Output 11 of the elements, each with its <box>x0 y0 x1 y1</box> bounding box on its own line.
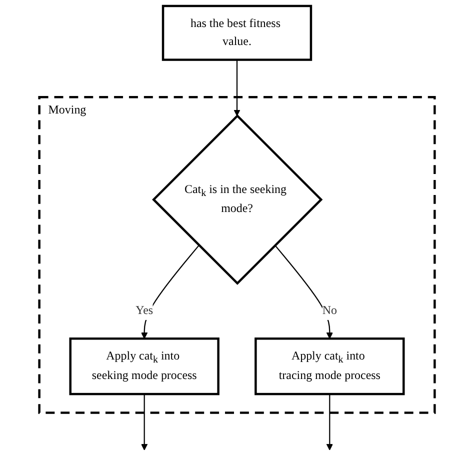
arrow <box>141 244 200 339</box>
node-box: Apply cat$_{k}$ into seeking mode process <box>69 338 220 396</box>
arrow <box>141 394 148 450</box>
arrow <box>326 394 333 450</box>
node-diamond: Cat$_{k}$ is in the seeking mode? <box>152 114 323 285</box>
arrow <box>274 244 333 339</box>
node-box: Apply cat$_{k}$ into tracing mode process <box>254 338 405 396</box>
edge-label: No <box>322 304 337 317</box>
arrow <box>234 60 240 116</box>
node-box: has the best fitness value. <box>162 4 312 61</box>
edge-label: Yes <box>136 304 154 317</box>
